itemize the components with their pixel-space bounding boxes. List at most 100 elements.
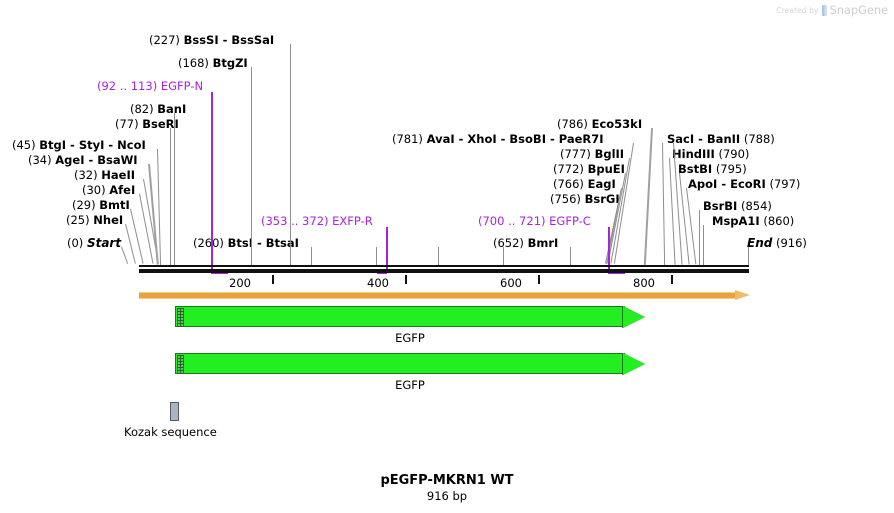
site-label-btgzi[interactable]: (168) BtgZI bbox=[178, 57, 248, 70]
site-label-haeii[interactable]: (32) HaeII bbox=[74, 169, 135, 182]
site-label-bglii[interactable]: (777) BglII bbox=[560, 148, 624, 161]
ruler-label-600: 600 bbox=[500, 276, 522, 290]
site-name: NheI bbox=[93, 213, 124, 227]
primer-range: (700 .. 721) bbox=[478, 214, 546, 228]
feature-arrow-egfp-2[interactable] bbox=[175, 352, 645, 375]
site-label-bpuei[interactable]: (772) BpuEI bbox=[553, 163, 625, 176]
site-name: AgeI - BsaWI bbox=[55, 153, 138, 167]
site-label-bsrgi[interactable]: (756) BsrGI bbox=[550, 193, 620, 206]
site-name: AvaI - XhoI - BsoBI - PaeR7I bbox=[426, 132, 604, 146]
site-name: BglII bbox=[594, 147, 625, 161]
site-name: MspA1I bbox=[712, 214, 760, 228]
ruler-tick-800 bbox=[671, 275, 673, 284]
site-name: HaeII bbox=[101, 168, 136, 182]
site-pos: (777) bbox=[560, 147, 591, 161]
site-label-eco53ki[interactable]: (786) Eco53kI bbox=[557, 118, 642, 131]
leader-line bbox=[290, 44, 291, 265]
site-pos: (786) bbox=[557, 117, 588, 131]
site-label-bmri[interactable]: (652) BmrI bbox=[493, 237, 558, 250]
plasmid-size: 916 bp bbox=[426, 489, 468, 503]
site-pos: (29) bbox=[72, 198, 96, 212]
primer-name: EGFP-C bbox=[549, 214, 591, 228]
primer-range: (92 .. 113) bbox=[97, 79, 158, 93]
snapgene-watermark: Created by SnapGene bbox=[776, 3, 888, 17]
site-pos: (860) bbox=[763, 214, 795, 228]
feature-arrow-body bbox=[175, 306, 625, 327]
site-label-saci[interactable]: SacI - BanII (788) bbox=[667, 133, 775, 146]
site-name: BanI bbox=[157, 102, 187, 116]
site-label-btsi[interactable]: (260) BtsI - BtsaI bbox=[193, 237, 299, 250]
site-label-hindiii[interactable]: HindIII (790) bbox=[672, 148, 749, 161]
watermark-created-by: Created by bbox=[776, 5, 819, 15]
site-pos: (0) bbox=[67, 236, 84, 250]
kozak-sequence-box[interactable] bbox=[170, 402, 179, 421]
site-pos: (32) bbox=[74, 168, 98, 182]
site-pos: (45) bbox=[12, 138, 36, 152]
site-pos: (30) bbox=[82, 183, 106, 197]
sequence-bar[interactable] bbox=[139, 265, 749, 274]
site-pos: (788) bbox=[743, 132, 775, 146]
site-pos: (34) bbox=[28, 153, 52, 167]
site-pos: (790) bbox=[718, 147, 750, 161]
site-label-apoi[interactable]: ApoI - EcoRI (797) bbox=[688, 178, 800, 191]
leader-line bbox=[643, 128, 653, 265]
site-pos: (227) bbox=[149, 33, 180, 47]
site-pos: (77) bbox=[115, 117, 139, 131]
site-label-bsrbi[interactable]: BsrBI (854) bbox=[703, 200, 772, 213]
site-name: Eco53kI bbox=[591, 117, 643, 131]
site-label-bstbi[interactable]: BstBI (795) bbox=[678, 163, 747, 176]
site-name: EagI bbox=[587, 177, 616, 191]
feature-arrow-head bbox=[623, 305, 645, 328]
leader-line bbox=[174, 113, 175, 265]
primer-label-egfp-n[interactable]: (92 .. 113) EGFP-N bbox=[97, 80, 203, 93]
site-pos: (756) bbox=[550, 192, 581, 206]
site-label-bmti[interactable]: (29) BmtI bbox=[72, 199, 130, 212]
backbone-arrow-shaft bbox=[139, 292, 735, 299]
site-name: End bbox=[747, 236, 773, 250]
site-label-bsssi[interactable]: (227) BssSI - BssSaI bbox=[149, 34, 274, 47]
leader-line bbox=[121, 246, 129, 264]
site-name: BstBI bbox=[678, 162, 713, 176]
site-name: BmtI bbox=[99, 198, 130, 212]
leader-line bbox=[170, 128, 171, 265]
feature-arrow-egfp-1[interactable] bbox=[175, 305, 645, 328]
site-pos: (916) bbox=[776, 236, 807, 250]
site-label-agei[interactable]: (34) AgeI - BsaWI bbox=[28, 154, 138, 167]
backbone-arrow[interactable] bbox=[139, 290, 750, 301]
primer-label-egfp-c[interactable]: (700 .. 721) EGFP-C bbox=[478, 215, 591, 228]
site-name: BmrI bbox=[527, 236, 559, 250]
site-pos: (82) bbox=[130, 102, 154, 116]
site-name: BssSI - BssSaI bbox=[183, 33, 275, 47]
primer-range: (353 .. 372) bbox=[261, 214, 329, 228]
site-label-mspa1i[interactable]: MspA1I (860) bbox=[712, 215, 794, 228]
site-name: BseRI bbox=[142, 117, 179, 131]
site-pos: (795) bbox=[715, 162, 747, 176]
site-label-avai[interactable]: (781) AvaI - XhoI - BsoBI - PaeR7I bbox=[392, 133, 604, 146]
ruler-label-400: 400 bbox=[367, 276, 389, 290]
site-name: BtgZI bbox=[212, 56, 248, 70]
site-label-bseri[interactable]: (77) BseRI bbox=[115, 118, 179, 131]
snapgene-flag-icon bbox=[821, 4, 827, 16]
leader-line bbox=[699, 210, 700, 265]
site-name: HindIII bbox=[672, 147, 715, 161]
site-label-eagi[interactable]: (766) EagI bbox=[553, 178, 616, 191]
site-name: Start bbox=[86, 236, 122, 250]
site-name: SacI - BanII bbox=[667, 132, 741, 146]
leader-line bbox=[251, 67, 252, 265]
site-label-end[interactable]: End (916) bbox=[747, 237, 807, 250]
ruler-label-200: 200 bbox=[229, 276, 251, 290]
leader-line bbox=[662, 142, 666, 265]
leader-line bbox=[503, 247, 504, 265]
site-label-bani[interactable]: (82) BanI bbox=[130, 103, 186, 116]
site-label-start[interactable]: (0) Start bbox=[67, 237, 121, 250]
site-label-nhei[interactable]: (25) NheI bbox=[66, 214, 123, 227]
backbone-arrow-head bbox=[735, 290, 750, 300]
leader-line bbox=[438, 247, 439, 265]
ruler-tick-400 bbox=[405, 275, 407, 284]
primer-label-exfp-r[interactable]: (353 .. 372) EXFP-R bbox=[261, 215, 373, 228]
site-pos: (652) bbox=[493, 236, 524, 250]
site-label-afei[interactable]: (30) AfeI bbox=[82, 184, 135, 197]
leader-line bbox=[748, 247, 749, 265]
leader-line bbox=[570, 247, 571, 265]
site-label-btgi[interactable]: (45) BtgI - StyI - NcoI bbox=[12, 139, 146, 152]
